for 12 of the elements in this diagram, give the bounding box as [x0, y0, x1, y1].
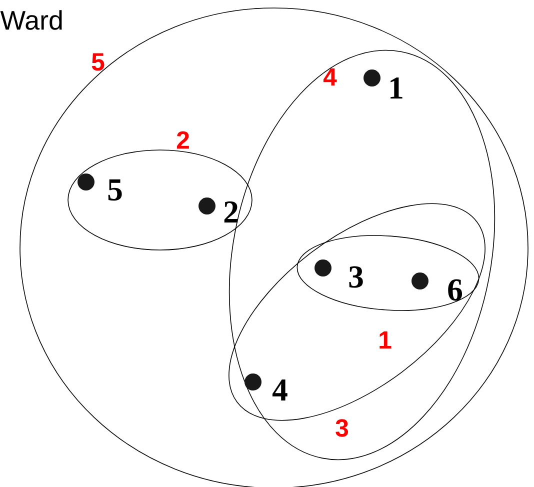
cluster-label: 3: [336, 419, 348, 437]
point-label: 5: [108, 179, 122, 201]
cluster-label: 2: [176, 131, 189, 149]
point-label: 1: [390, 77, 402, 98]
point-label: 3: [349, 266, 363, 288]
point-label: 6: [448, 279, 462, 301]
point-label: 4: [272, 380, 288, 400]
cluster-label: 1: [380, 331, 392, 349]
cluster-label: 5: [92, 53, 104, 71]
cluster-label: 4: [323, 68, 337, 86]
title: Ward: [0, 10, 62, 30]
point-label: 2: [224, 201, 238, 223]
